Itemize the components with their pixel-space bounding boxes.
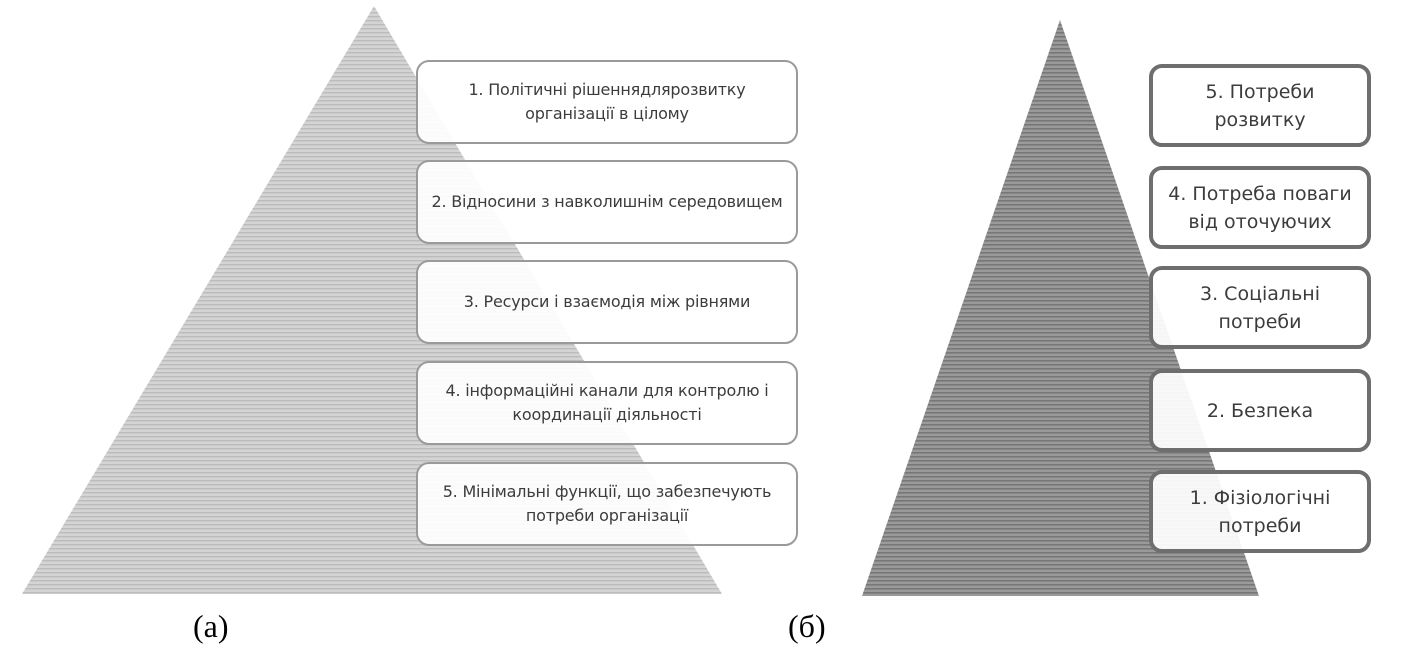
- level-label: 5. Потреби розвитку: [1205, 80, 1315, 131]
- pyramid-a-level-4: 4. інформаційні канали для контролю і ко…: [416, 361, 798, 445]
- level-label: 4. інформаційні канали для контролю і ко…: [445, 381, 769, 424]
- level-label: 3. Соціальні потреби: [1200, 282, 1320, 333]
- pyramid-a: [22, 6, 722, 594]
- caption-a: (а): [193, 608, 229, 644]
- level-label: 1. Політичні рішеннядлярозвитку організа…: [468, 80, 746, 123]
- pyramid-b-level-4: 4. Потреба поваги від оточуючих: [1149, 166, 1371, 249]
- level-label: 4. Потреба поваги від оточуючих: [1168, 182, 1352, 233]
- pyramid-b-level-1: 1. Фізіологічні потреби: [1149, 470, 1371, 553]
- pyramid-b: [862, 20, 1259, 596]
- level-label: 5. Мінімальні функції, що забезпечують п…: [442, 482, 772, 525]
- pyramid-b-level-3: 3. Соціальні потреби: [1149, 266, 1371, 349]
- pyramid-a-level-1: 1. Політичні рішеннядлярозвитку організа…: [416, 60, 798, 144]
- level-label: 2. Відносини з навколишнім середовищем: [431, 192, 783, 211]
- pyramid-b-level-5: 5. Потреби розвитку: [1149, 64, 1371, 147]
- pyramid-a-level-3: 3. Ресурси і взаємодія між рівнями: [416, 260, 798, 344]
- level-label: 2. Безпека: [1206, 399, 1314, 422]
- caption-b: (б): [788, 608, 826, 644]
- pyramid-a-level-2: 2. Відносини з навколишнім середовищем: [416, 160, 798, 244]
- level-label: 1. Фізіологічні потреби: [1189, 486, 1331, 537]
- pyramid-a-level-5: 5. Мінімальні функції, що забезпечують п…: [416, 462, 798, 546]
- pyramid-b-level-2: 2. Безпека: [1149, 369, 1371, 452]
- level-label: 3. Ресурси і взаємодія між рівнями: [463, 292, 751, 311]
